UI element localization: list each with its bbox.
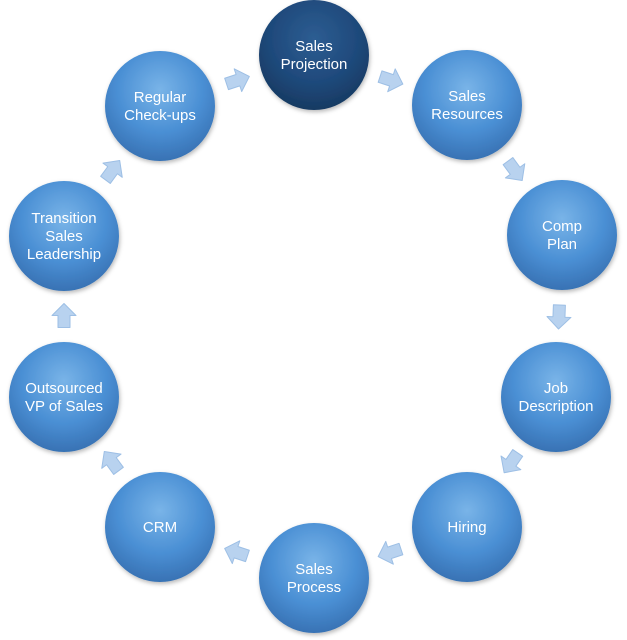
cycle-arrows	[51, 68, 572, 565]
node-label-line: Projection	[281, 56, 348, 73]
node-label-line: Hiring	[447, 519, 486, 536]
node-label-line: Sales	[295, 38, 333, 55]
node-label-line: Sales	[448, 88, 486, 105]
node-label-line: Outsourced	[25, 380, 103, 397]
cycle-node-circle-hiring	[412, 472, 522, 582]
cycle-arrow-7	[101, 451, 124, 475]
cycle-arrow-8	[51, 303, 77, 328]
cycle-node-crm: CRM	[105, 472, 215, 582]
cycle-arrow-4	[500, 449, 524, 474]
cycle-arrow-2	[502, 157, 526, 181]
cycle-node-circle-outsourced-vp-of-sales	[9, 342, 119, 452]
node-label-line: VP of Sales	[25, 398, 103, 415]
node-label-line: Check-ups	[124, 107, 196, 124]
cycle-node-circle-transition-sales-leadership	[9, 181, 119, 291]
cycle-node-circle-job-description	[501, 342, 611, 452]
node-label-line: Regular	[134, 89, 187, 106]
cycle-node-circle-sales-projection	[259, 0, 369, 110]
node-label-line: Job	[544, 380, 568, 397]
node-label-line: Transition	[31, 210, 96, 227]
cycle-arrow-3	[546, 304, 572, 330]
node-label-line: CRM	[143, 519, 177, 536]
cycle-node-circle-regular-check-ups	[105, 51, 215, 161]
cycle-node-circle-comp-plan	[507, 180, 617, 290]
node-label-line: Process	[287, 579, 341, 596]
cycle-arrow-1	[377, 68, 404, 93]
cycle-node-hiring: Hiring	[412, 472, 522, 582]
cycle-node-label-crm: CRM	[143, 519, 177, 536]
node-label-line: Sales	[295, 561, 333, 578]
node-label-line: Description	[518, 398, 593, 415]
cycle-node-label-hiring: Hiring	[447, 519, 486, 536]
cycle-arrow-10	[224, 68, 250, 93]
node-label-line: Comp	[542, 218, 582, 235]
node-label-line: Leadership	[27, 246, 101, 263]
node-label-line: Resources	[431, 106, 503, 123]
cycle-node-circle-crm	[105, 472, 215, 582]
cycle-arrow-9	[100, 160, 123, 184]
cycle-node-circle-sales-resources	[412, 50, 522, 160]
node-label-line: Sales	[45, 228, 83, 245]
cycle-node-circle-sales-process	[259, 523, 369, 633]
cycle-arrow-5	[377, 540, 404, 565]
cycle-arrow-6	[224, 540, 250, 565]
node-label-line: Plan	[547, 236, 577, 253]
